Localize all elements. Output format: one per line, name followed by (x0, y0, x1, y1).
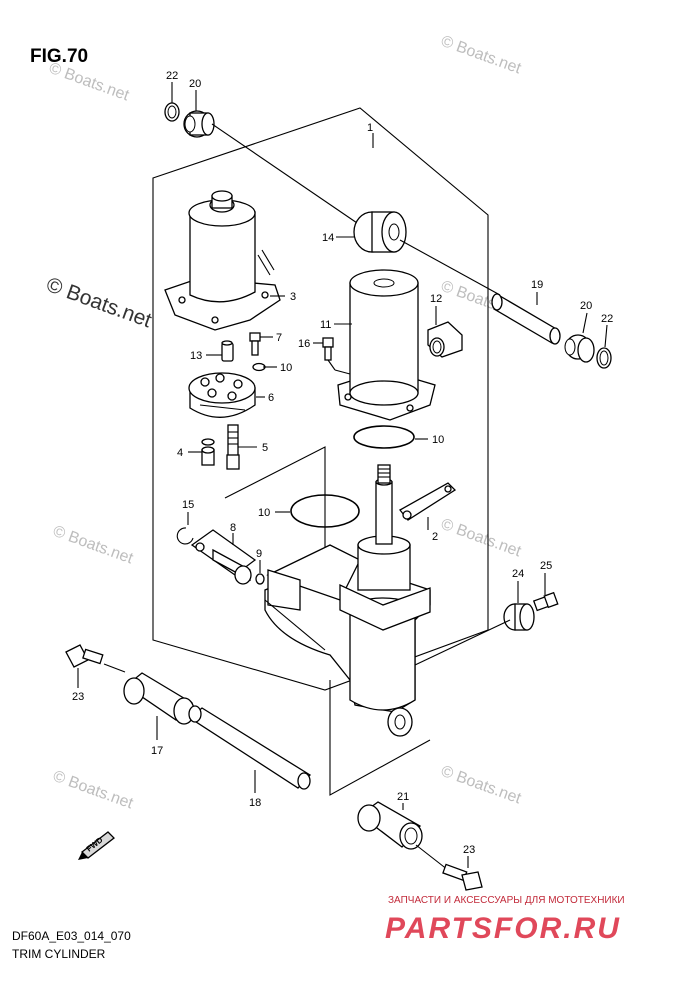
o-ring-10-upper (353, 425, 415, 449)
callout-17: 17 (151, 745, 163, 757)
callout-16: 16 (298, 338, 310, 350)
circlip-22-right (596, 347, 612, 369)
callout-5: 5 (262, 442, 268, 454)
callout-10-b: 10 (432, 434, 444, 446)
watermark: © Boats.net (439, 33, 524, 78)
watermark: © Boats.net (439, 516, 524, 561)
callout-25: 25 (540, 560, 552, 572)
circlip-22-top (164, 102, 180, 122)
callout-6: 6 (268, 392, 274, 404)
o-ring-10-lower (290, 494, 360, 528)
figure-name: TRIM CYLINDER (12, 947, 106, 961)
watermark: © Boats.net (51, 768, 136, 813)
valve-13 (221, 340, 234, 362)
bushing-20-top (183, 110, 215, 138)
figure-code: DF60A_E03_014_070 (12, 929, 131, 943)
spacer-24 (503, 603, 535, 631)
shaft-18 (188, 705, 312, 790)
circlip-15 (176, 527, 194, 545)
callout-24: 24 (512, 568, 524, 580)
manual-valve-8 (190, 529, 257, 585)
bushing-21 (357, 801, 423, 850)
callout-19: 19 (531, 279, 543, 291)
callout-23-right: 23 (463, 844, 475, 856)
callout-21: 21 (397, 791, 409, 803)
callout-1: 1 (367, 122, 373, 134)
callout-7: 7 (276, 332, 282, 344)
callout-20-top: 20 (189, 78, 201, 90)
bolt-23-right (442, 863, 483, 891)
callout-23-left: 23 (72, 691, 84, 703)
reservoir-11 (337, 269, 436, 421)
bushing-20-right (564, 334, 595, 363)
bolt-16 (322, 337, 351, 375)
valve-5 (226, 424, 240, 470)
callout-11: 11 (320, 319, 331, 331)
o-ring-9 (255, 573, 265, 585)
callout-15: 15 (182, 499, 194, 511)
brand-tagline: ЗАПЧАСТИ И АКСЕССУАРЫ ДЛЯ МОТОТЕХНИКИ (388, 895, 625, 906)
figure-title: FIG.70 (30, 46, 88, 67)
callout-13: 13 (190, 350, 202, 362)
plug-12 (427, 321, 463, 358)
trim-motor-3 (164, 190, 281, 331)
callout-4: 4 (177, 447, 183, 459)
pin-19 (491, 293, 561, 345)
bracket-2 (399, 482, 457, 521)
callout-leaders (77, 82, 608, 868)
callout-12: 12 (430, 293, 442, 305)
bolt-23-left (65, 644, 104, 668)
callout-14: 14 (322, 232, 334, 244)
fwd-arrow-icon: FWD (78, 831, 115, 860)
callout-2: 2 (432, 531, 438, 543)
watermark-large: © Boats.net (43, 273, 154, 332)
callout-22-top: 22 (166, 70, 178, 82)
callout-10-c: 10 (258, 507, 270, 519)
callout-9: 9 (256, 548, 262, 560)
callout-22-right: 22 (601, 313, 613, 325)
cylinder-body (264, 464, 431, 737)
callout-20-right: 20 (580, 300, 592, 312)
bolt-25 (532, 591, 559, 612)
pump-6 (188, 372, 256, 418)
callout-8: 8 (230, 522, 236, 534)
watermark-layer: © Boats.net © Boats.net © Boats.net © Bo… (43, 33, 523, 813)
bolt-7 (249, 332, 261, 356)
roller-14 (353, 211, 407, 253)
brand-logo: PARTSFOR.RU (385, 912, 621, 945)
callout-18: 18 (249, 797, 261, 809)
watermark: © Boats.net (51, 523, 136, 568)
sleeve-17 (123, 672, 195, 725)
callout-10-a: 10 (280, 362, 292, 374)
callout-labels: 1 2 3 4 5 6 7 8 9 10 10 10 11 12 13 14 1… (72, 70, 613, 856)
watermark: © Boats.net (439, 763, 524, 808)
check-valve-4 (201, 438, 215, 466)
callout-3: 3 (290, 291, 296, 303)
